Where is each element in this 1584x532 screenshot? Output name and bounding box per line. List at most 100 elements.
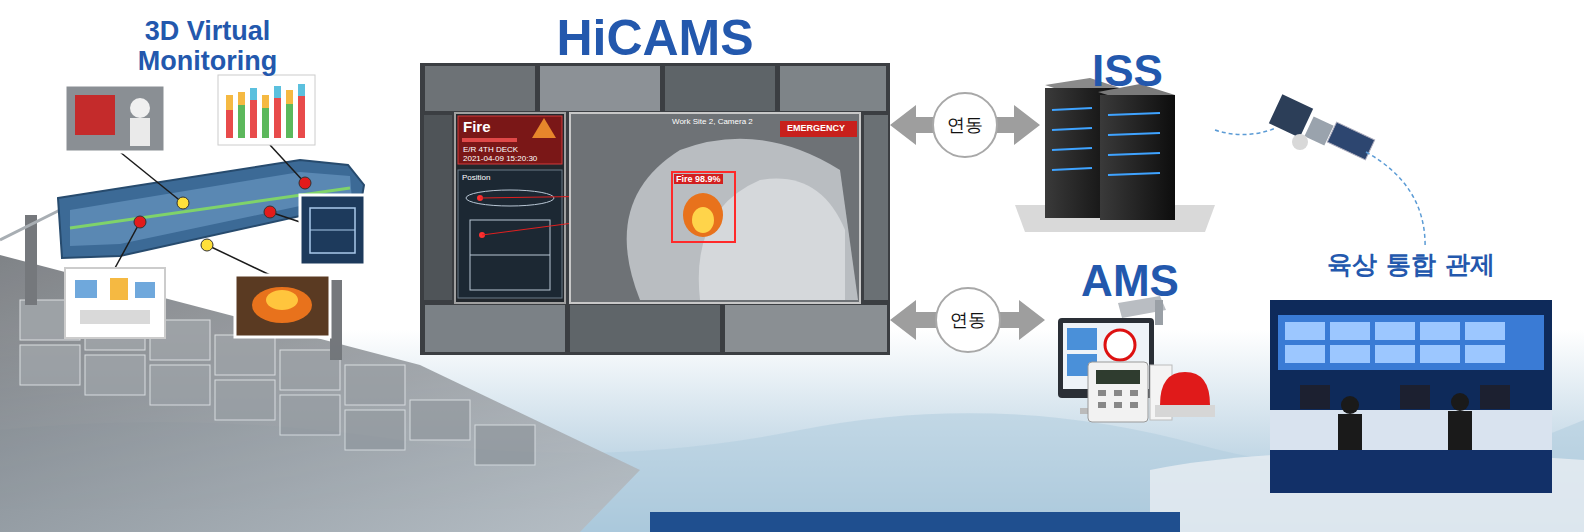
screen-label: E/R 4TH DECK (463, 145, 518, 154)
control-room-photo-part-part (1465, 345, 1505, 363)
hicams-screen-part (672, 172, 735, 242)
ams-icon-part (1160, 372, 1210, 405)
monitoring-thumbnails-part (310, 230, 355, 231)
monitoring-thumbnails-part (266, 290, 298, 310)
control-room-photo-part-part (1330, 345, 1370, 363)
hicams-screen-part (780, 66, 886, 111)
hicams-screen-part (462, 138, 517, 142)
ship-cross-section-part (299, 177, 311, 189)
control-room-photo-part (1270, 450, 1552, 493)
monitoring-thumbnails-part (110, 278, 128, 300)
control-room-photo-part-part (1420, 322, 1460, 340)
control-room-photo-part-part (1285, 345, 1325, 363)
control-room-photo-part (1270, 410, 1552, 450)
server-icon-part-part (1108, 173, 1160, 175)
monitoring-thumbnails-part (130, 118, 150, 146)
server-icon-part-part (1052, 148, 1092, 150)
control-room-photo-part (1341, 396, 1359, 414)
control-room-photo-part (1400, 385, 1430, 409)
ship-cross-section-part (134, 216, 146, 228)
hicams-screen-part (470, 220, 550, 290)
monitoring-thumbnails-part-part (238, 105, 245, 138)
container-ship-part (330, 280, 342, 360)
monitoring-thumbnails-part (65, 268, 165, 338)
monitoring-thumbnails-part (252, 287, 312, 323)
hicams-screen-part (780, 121, 857, 137)
container-ship-part-part (345, 365, 405, 405)
server-heading: ISS (1040, 40, 1215, 95)
monitoring-thumbnails-part-part (262, 108, 269, 138)
link-label: 연동 (950, 308, 986, 332)
monitoring-thumbnails-part-part (274, 86, 281, 98)
hicams-screen-part (532, 118, 556, 138)
ams-icon-part-part (1130, 390, 1138, 396)
group-heading: 3D Virtual Monitoring (108, 10, 308, 76)
screen-label: Fire 98.9% (674, 174, 723, 184)
diagram-node: 3D Virtual Monitoring (55, 10, 360, 340)
control-room-photo-part-part (1375, 322, 1415, 340)
monitoring-thumbnails-part-part (226, 95, 233, 110)
monitoring-thumbnails-part (135, 282, 155, 298)
link-label-circle: 연동 (932, 92, 998, 158)
container-ship-part-part (410, 400, 470, 440)
ams-icon-part (1088, 362, 1148, 422)
ams-icon-part-part (1114, 390, 1122, 396)
control-room-photo-part (1285, 322, 1505, 363)
screen-label: Fire (463, 118, 491, 135)
control-room-photo (1270, 300, 1552, 493)
control-room-photo-part-part (1285, 322, 1325, 340)
monitoring-thumbnails-part-part (274, 98, 281, 138)
ship-cross-section-part-part (270, 145, 305, 183)
diagram-node: AMS (1045, 250, 1215, 440)
server-icon-part-part (1108, 133, 1160, 135)
control-room-photo-part (1278, 315, 1544, 370)
hicams-screen-part (864, 115, 888, 300)
hicams-screen-part (458, 116, 562, 164)
container-ship-part-part (345, 410, 405, 450)
system-heading: HiCAMS (420, 4, 890, 66)
container-ship-part-part (215, 335, 275, 375)
container-ship-part-part (475, 425, 535, 465)
hicams-screen-part (570, 305, 720, 352)
container-ship-part-part (150, 365, 210, 405)
control-center-heading: 육상 통합 관제 (1270, 245, 1552, 279)
control-room-photo-part (1300, 385, 1330, 409)
ams-icon-part-part (1130, 402, 1138, 408)
ams-icon-part (1096, 370, 1140, 384)
monitoring-thumbnails-part (218, 75, 315, 145)
ship-cross-section-part-part (115, 222, 140, 268)
ship-cross-section-part (115, 145, 305, 275)
monitoring-thumbnails-part-part (286, 90, 293, 104)
server-icon-part-part (1052, 168, 1092, 170)
screen-label: Work Site 2, Camera 2 (672, 117, 753, 126)
control-room-photo-part-part (1330, 322, 1370, 340)
control-room-photo-part (1451, 393, 1469, 411)
monitoring-thumbnails-part-part (238, 92, 245, 105)
monitoring-thumbnails-part-part (286, 104, 293, 138)
satellite-link (1215, 128, 1425, 245)
control-room-photo-part (1448, 411, 1472, 451)
ams-icon-part-part (1098, 390, 1106, 396)
server-icon-part-part (1052, 128, 1092, 130)
ship-cross-section (58, 145, 364, 275)
hicams-screen-part (470, 255, 550, 256)
monitoring-thumbnails-part (300, 195, 365, 265)
monitoring-thumbnails-part-part (298, 96, 305, 138)
ship-cross-section-part (177, 197, 189, 209)
monitoring-thumbnails-part-part (226, 110, 233, 138)
hicams-screen-part (699, 179, 845, 300)
server-icon-part-part (1108, 113, 1160, 115)
hicams-screen-part (455, 113, 565, 303)
monitoring-thumbnails-part (80, 310, 150, 324)
control-room-photo-part (1480, 385, 1510, 409)
link-label: 연동 (947, 113, 983, 137)
container-ship-part-part (85, 355, 145, 395)
control-room-photo-part-part (1465, 322, 1505, 340)
control-room-photo-part-part (1375, 345, 1415, 363)
ams-icon-part-part (1114, 402, 1122, 408)
ship-cross-section-part (201, 239, 213, 251)
ams-icon-part (1098, 390, 1138, 408)
control-room-photo-part (1338, 414, 1362, 454)
hicams-screen-part (458, 170, 562, 298)
hicams-screen-part (425, 66, 535, 111)
